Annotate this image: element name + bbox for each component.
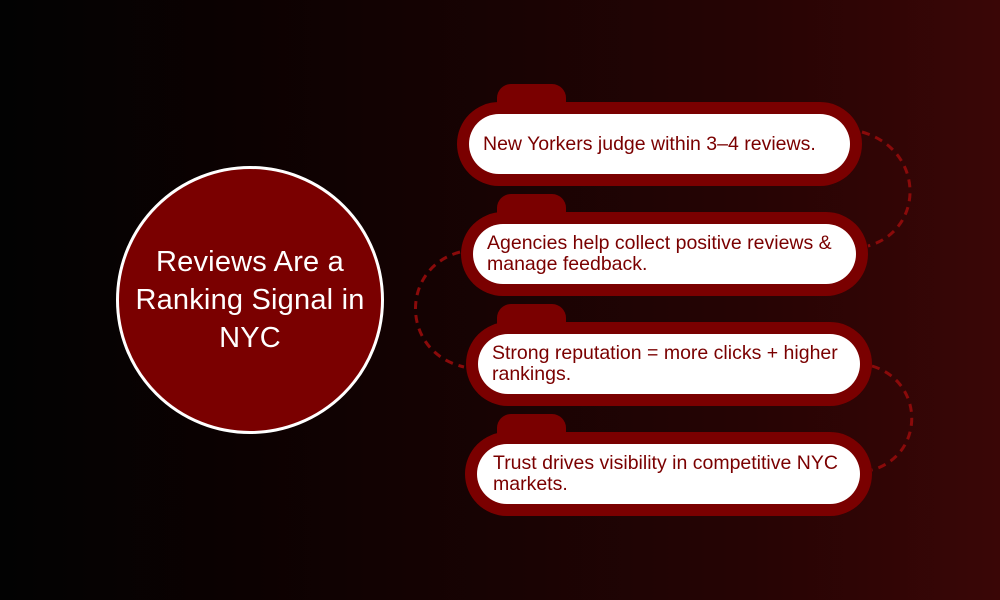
card-text: Trust drives visibility in competitive N…	[493, 452, 838, 495]
card-text: New Yorkers judge within 3–4 reviews.	[483, 132, 816, 155]
connector-1-2	[861, 130, 912, 248]
connector-3-4	[871, 364, 914, 472]
card-text: Strong reputation = more clicks + higher…	[492, 342, 838, 385]
card-body: New Yorkers judge within 3–4 reviews.	[469, 114, 850, 174]
connector-2-3	[414, 250, 465, 369]
card-text: Agencies help collect positive reviews &…	[487, 232, 832, 275]
card-3: Strong reputation = more clicks + higher…	[466, 304, 872, 406]
card-body: Trust drives visibility in competitive N…	[477, 444, 860, 504]
card-body: Strong reputation = more clicks + higher…	[478, 334, 860, 394]
card-body: Agencies help collect positive reviews &…	[473, 224, 856, 284]
hub-circle: Reviews Are a Ranking Signal in NYC	[116, 166, 384, 434]
card-2: Agencies help collect positive reviews &…	[461, 194, 868, 296]
card-4: Trust drives visibility in competitive N…	[465, 414, 872, 516]
card-1: New Yorkers judge within 3–4 reviews.	[457, 84, 862, 186]
hub-title: Reviews Are a Ranking Signal in NYC	[135, 246, 365, 354]
